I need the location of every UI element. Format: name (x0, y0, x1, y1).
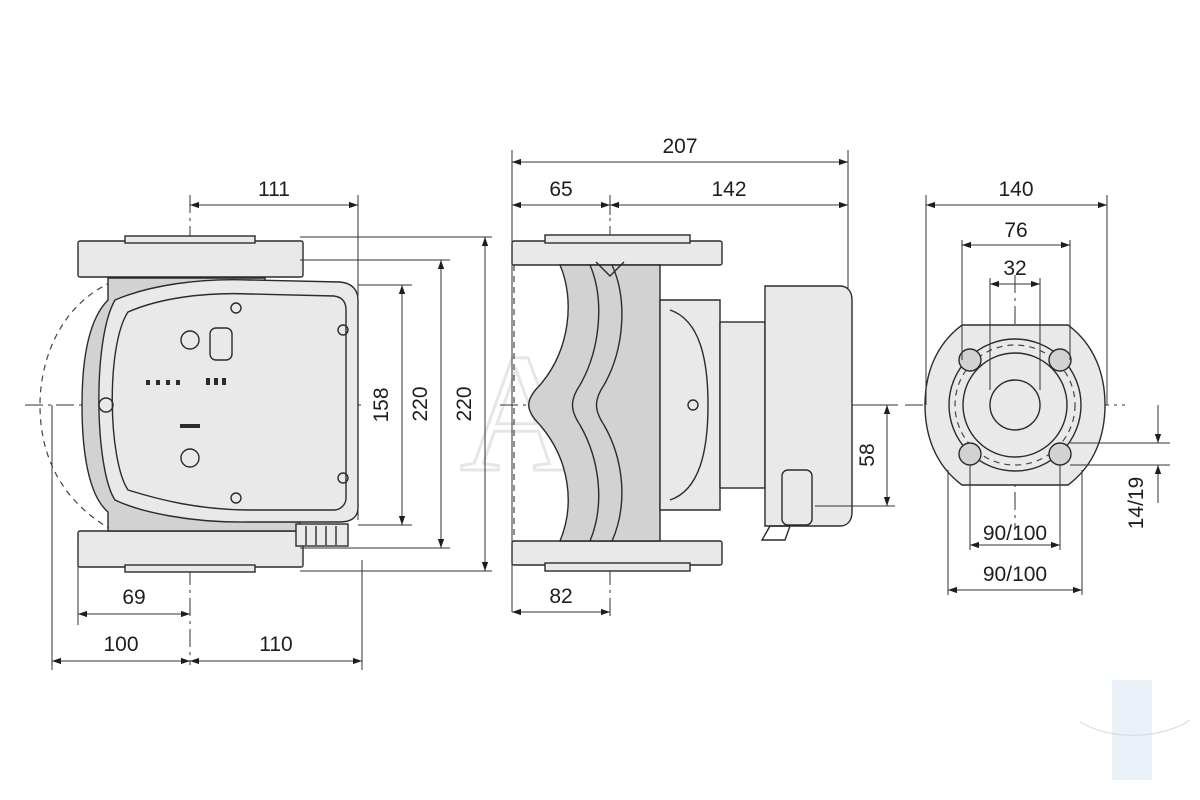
dim-flange-32: 32 (1003, 257, 1026, 280)
stator-housing (659, 299, 721, 511)
side-dimensions: 207 65 142 82 58 (512, 135, 891, 616)
screw (337, 472, 349, 484)
control-box (98, 278, 359, 523)
flange-view (905, 275, 1125, 530)
top-flange-boss (124, 235, 256, 244)
volute-hidden-outline (39, 281, 113, 531)
bolt-hole (958, 348, 982, 372)
dim-front-220-a: 220 (409, 386, 432, 421)
front-dimensions: 111 69 100 110 158 220 220 (52, 178, 489, 665)
screw (337, 324, 349, 336)
side-casing (528, 264, 661, 542)
flange-dimensions: 140 76 32 90/100 90/100 14/19 (926, 178, 1162, 594)
front-view (25, 195, 362, 665)
control-box-inner (111, 292, 347, 511)
flange-bolt-circle (948, 338, 1082, 472)
dim-side-58: 58 (856, 443, 879, 466)
motor-neck (719, 321, 766, 489)
adjust-knob (180, 448, 200, 468)
bolt-hole (1048, 442, 1072, 466)
terminal-block (295, 523, 349, 547)
dim-front-110: 110 (259, 633, 292, 656)
bottom-flange-boss (124, 564, 256, 573)
dim-flange-14-19: 14/19 (1125, 477, 1148, 530)
dim-flange-90-100-a: 90/100 (983, 522, 1047, 545)
dim-side-82: 82 (549, 585, 572, 608)
side-terminal-gland (781, 469, 813, 526)
corner-logo (1079, 680, 1191, 780)
side-top-flange (511, 240, 723, 266)
push-button (209, 327, 233, 361)
dim-front-69: 69 (122, 586, 145, 609)
power-led (180, 330, 200, 350)
bottom-flange (77, 530, 304, 568)
screw (98, 397, 114, 413)
flange-extension-lines (925, 195, 1170, 595)
flange-bore (989, 379, 1041, 431)
side-control-box (764, 285, 853, 527)
dim-side-207: 207 (662, 135, 697, 158)
flange-outline (924, 324, 1106, 486)
dim-front-100: 100 (103, 633, 138, 656)
flange-inner-dashed (954, 344, 1076, 466)
dim-side-65: 65 (549, 178, 572, 201)
side-view (500, 195, 900, 620)
top-flange (77, 240, 304, 278)
dim-flange-90-100-b: 90/100 (983, 563, 1047, 586)
dim-front-111: 111 (258, 178, 290, 201)
dim-front-158: 158 (370, 387, 393, 422)
side-bottom-flange (511, 540, 723, 566)
dim-flange-76: 76 (1004, 219, 1027, 242)
screw (230, 302, 242, 314)
bolt-hole (1048, 348, 1072, 372)
dim-flange-140: 140 (998, 178, 1033, 201)
screw (230, 492, 242, 504)
dim-side-142: 142 (711, 178, 746, 201)
bolt-hole (958, 442, 982, 466)
dim-front-220-b: 220 (453, 386, 476, 421)
